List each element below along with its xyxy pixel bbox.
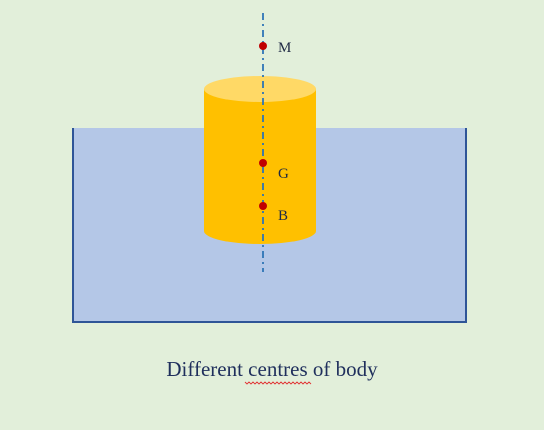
diagram-caption: Different centres of body	[166, 357, 378, 381]
centre-of-gravity-marker	[259, 159, 267, 167]
metacentre-point: M	[259, 40, 291, 56]
floating-cylinder	[204, 76, 316, 244]
metacentre-label: M	[278, 40, 291, 56]
spellcheck-underline	[244, 381, 312, 385]
centre-of-buoyancy-marker	[259, 202, 267, 210]
centre-of-buoyancy-label: B	[278, 208, 288, 224]
centre-of-gravity-point: G	[259, 159, 289, 182]
metacentre-marker	[259, 42, 267, 50]
cylinder-top	[204, 76, 316, 102]
centre-of-buoyancy-point: B	[259, 202, 288, 224]
caption-word-of-body: of body	[313, 357, 378, 381]
tank-outline	[72, 128, 467, 323]
centre-of-gravity-label: G	[278, 166, 289, 182]
cylinder-body	[204, 89, 316, 244]
caption-word-centres: centres	[248, 357, 307, 381]
caption-word-different: Different	[166, 357, 243, 381]
